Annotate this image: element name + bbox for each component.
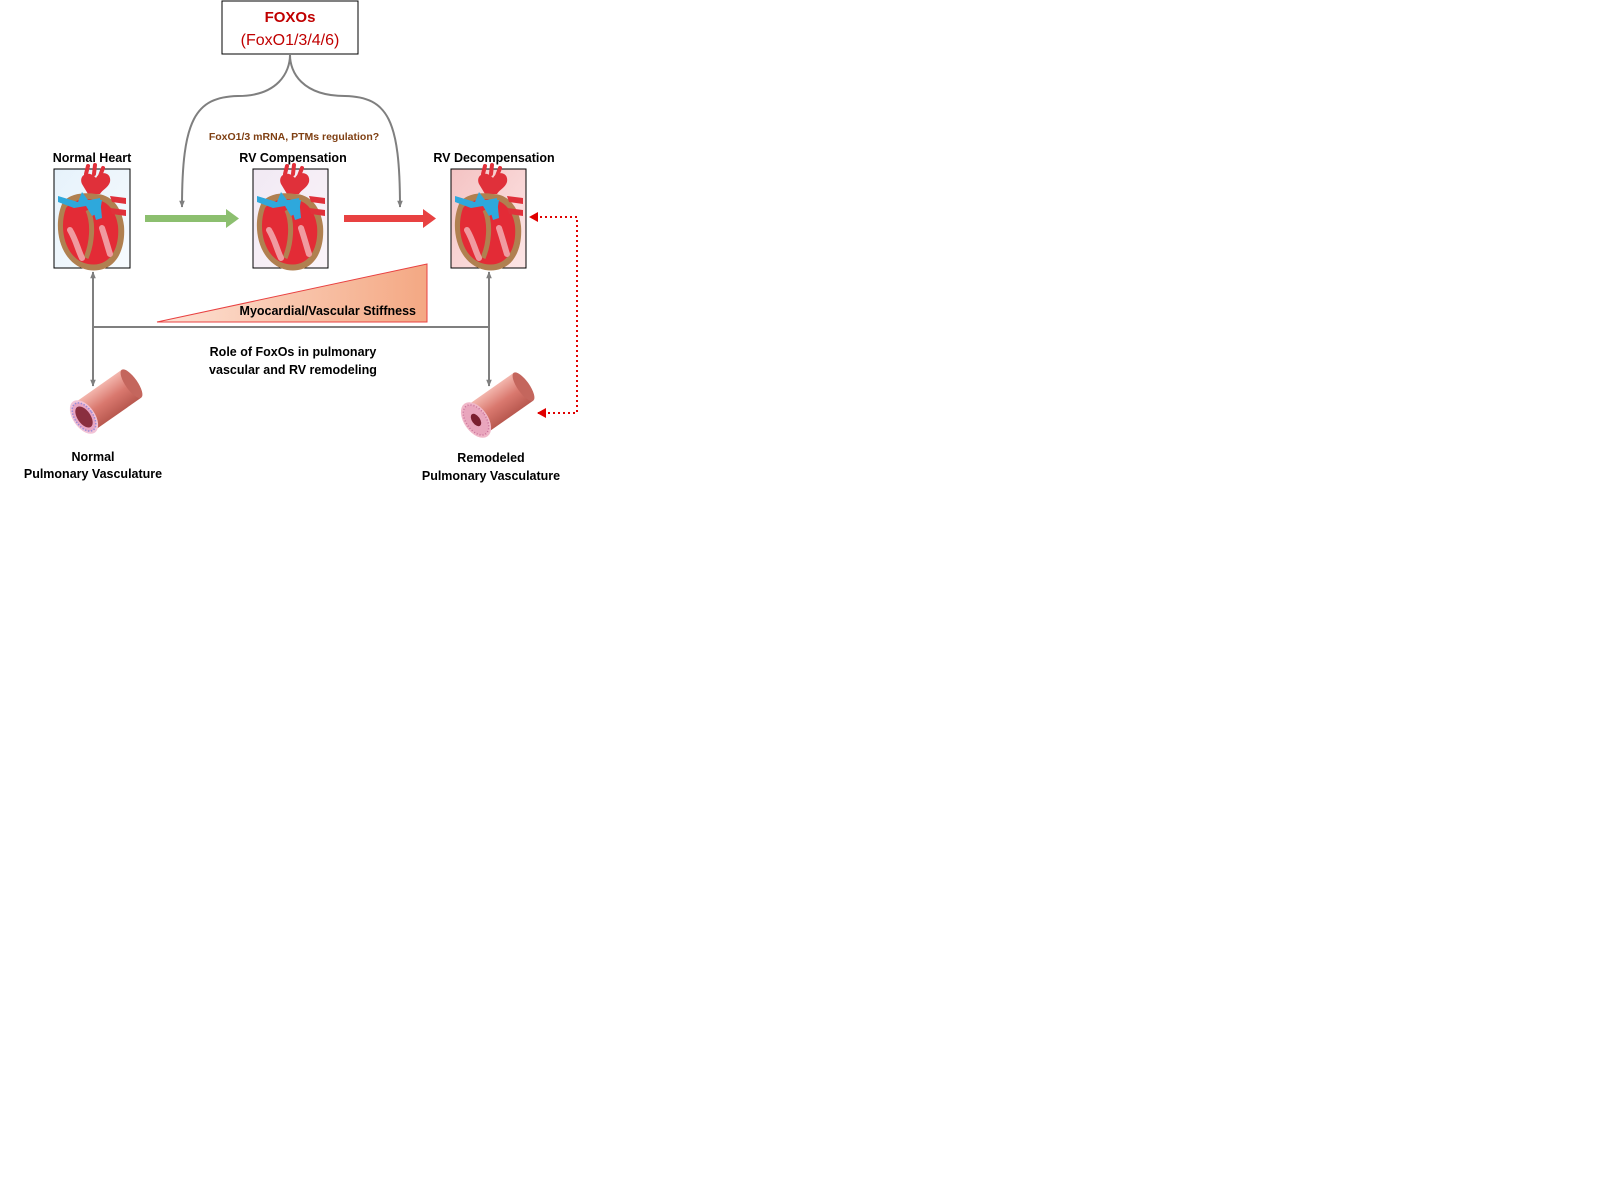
foxos-title: FOXOs [265, 9, 316, 26]
progression-arrow-red [344, 209, 436, 228]
remodeled-vessel-icon [460, 372, 535, 438]
stiffness-label: Myocardial/Vascular Stiffness [240, 304, 417, 318]
normal-heart-panel [53, 165, 131, 270]
normal-vessel-icon [69, 369, 143, 434]
normal-vessel-label-line1: Normal [71, 450, 114, 464]
stage-label-normal-heart: Normal Heart [53, 151, 132, 165]
remodeled-vessel-label-line1: Remodeled [457, 451, 524, 465]
remodeled-vessel-label-line2: Pulmonary Vasculature [422, 469, 560, 483]
foxo-to-decompensation-arrow [289, 54, 403, 208]
regulation-label: FoxO1/3 mRNA, PTMs regulation? [209, 131, 379, 143]
normal-vessel-label-line2: Pulmonary Vasculature [24, 467, 162, 481]
stage-label-rv-compensation: RV Compensation [239, 151, 346, 165]
role-label-line1: Role of FoxOs in pulmonary [210, 345, 377, 359]
rv-decompensation-panel [450, 165, 527, 270]
feedback-loop-arrow [529, 212, 578, 418]
role-label-line2: vascular and RV remodeling [209, 363, 377, 377]
stage-label-rv-decompensation: RV Decompensation [433, 151, 554, 165]
progression-arrow-green [145, 209, 239, 228]
stiffness-wedge [156, 263, 428, 323]
foxo-to-compensation-arrow [179, 54, 291, 208]
rv-compensation-panel [252, 165, 329, 270]
foxos-box [221, 0, 359, 55]
foxos-subtitle: (FoxO1/3/4/6) [241, 32, 340, 49]
